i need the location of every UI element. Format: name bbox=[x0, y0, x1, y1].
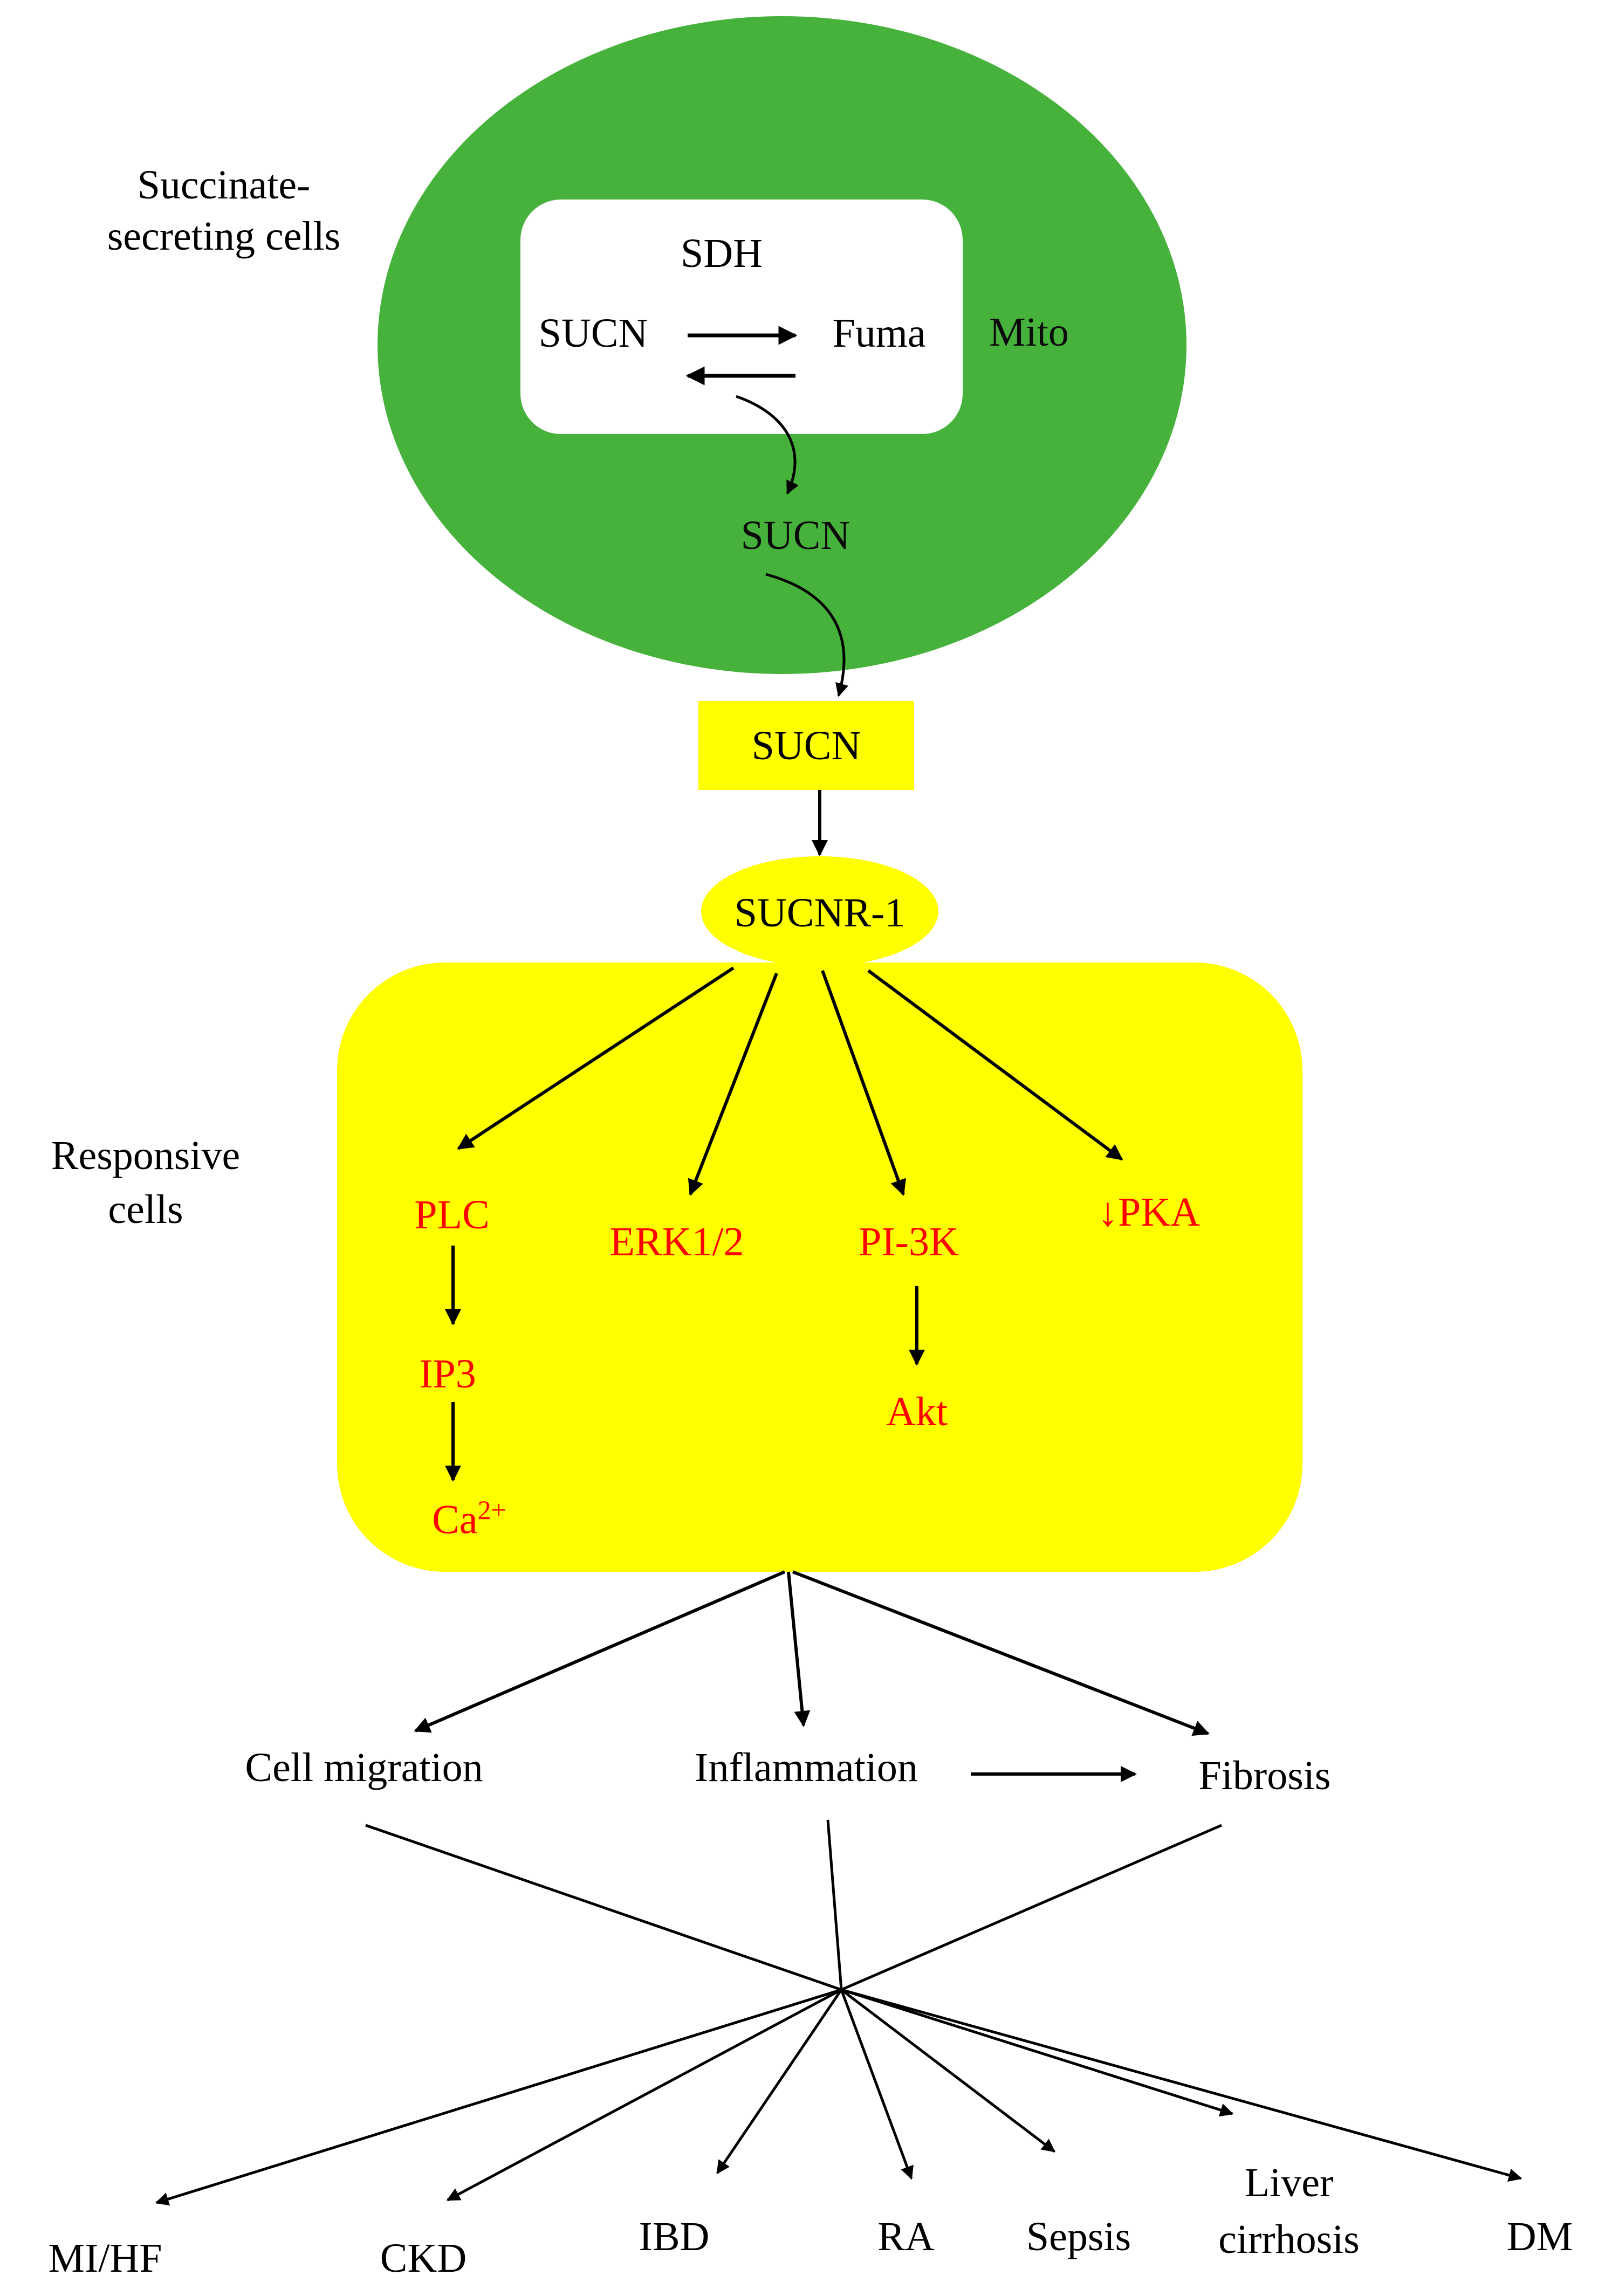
mito-sucn-label: SUCN bbox=[538, 311, 648, 356]
mitochondrial-matrix-box bbox=[520, 200, 963, 434]
disease-ibd: IBD bbox=[639, 2214, 710, 2259]
ip3-label: IP3 bbox=[419, 1351, 476, 1397]
disease-mihf: MI/HF bbox=[48, 2236, 162, 2281]
hub-to-liver-arrow bbox=[841, 1988, 1234, 2117]
extracellular-sucn-box bbox=[698, 701, 914, 790]
responsive-cell-label-line2: cells bbox=[108, 1187, 183, 1232]
fibrosis-to-hub-line bbox=[841, 1824, 1222, 1991]
receptor-to-pi3k-arrow bbox=[821, 970, 906, 1196]
sucnr1-receptor-shape bbox=[701, 856, 938, 966]
cell-to-inflammation-arrow bbox=[787, 1571, 811, 1727]
inflammation-label: Inflammation bbox=[695, 1745, 918, 1790]
erk-label: ERK1/2 bbox=[609, 1219, 744, 1264]
cytosol-sucn-label: SUCN bbox=[740, 513, 850, 558]
receptor-to-erk-arrow bbox=[688, 972, 778, 1196]
calcium-symbol: Ca bbox=[432, 1497, 478, 1543]
receptor-to-pka-arrow bbox=[867, 969, 1123, 1161]
cell-to-fibrosis-arrow bbox=[792, 1570, 1210, 1736]
fuma-label: Fuma bbox=[832, 311, 926, 356]
responsive-cell-label-line1: Responsive bbox=[51, 1133, 241, 1178]
responsive-cell-shape bbox=[337, 963, 1302, 1572]
sucnr1-label: SUCNR-1 bbox=[734, 890, 906, 936]
hub-to-sepsis-arrow bbox=[840, 1989, 1055, 2153]
sdh-label: SDH bbox=[680, 231, 763, 276]
hub-to-mihf-arrow bbox=[155, 1988, 842, 2206]
hub-to-ibd-arrow bbox=[716, 1989, 843, 2175]
mito-label: Mito bbox=[989, 310, 1069, 355]
calcium-label: Ca2+ bbox=[432, 1496, 506, 1540]
cell-export-arrow bbox=[765, 573, 849, 697]
hub-to-ra-arrow bbox=[840, 1989, 914, 2180]
disease-liver-line1: Liver bbox=[1244, 2160, 1334, 2205]
migration-to-hub-line bbox=[365, 1824, 842, 1991]
plc-label: PLC bbox=[414, 1192, 490, 1238]
receptor-to-plc-arrow bbox=[457, 966, 735, 1150]
disease-ra: RA bbox=[877, 2214, 935, 2259]
akt-label: Akt bbox=[886, 1389, 948, 1434]
succinate-cell-label-line2: secreting cells bbox=[107, 214, 341, 259]
calcium-charge: 2+ bbox=[477, 1495, 506, 1525]
pi3k-label: PI-3K bbox=[859, 1219, 959, 1264]
cell-to-migration-arrow bbox=[414, 1570, 786, 1733]
succinate-cell-label-line1: Succinate- bbox=[137, 162, 311, 208]
inflammation-to-hub-line bbox=[826, 1819, 843, 1990]
mito-export-arrow bbox=[736, 395, 799, 495]
pka-label: ↓PKA bbox=[1097, 1190, 1201, 1235]
disease-ckd: CKD bbox=[380, 2236, 467, 2281]
hub-to-ckd-arrow bbox=[446, 1988, 842, 2202]
cell-migration-label: Cell migration bbox=[245, 1745, 483, 1790]
fibrosis-label: Fibrosis bbox=[1198, 1753, 1331, 1798]
disease-sepsis: Sepsis bbox=[1026, 2214, 1131, 2259]
extracellular-sucn-label: SUCN bbox=[751, 723, 861, 768]
disease-liver-line2: cirrhosis bbox=[1218, 2217, 1360, 2262]
disease-dm: DM bbox=[1506, 2214, 1573, 2259]
hub-to-dm-arrow bbox=[841, 1988, 1522, 2182]
